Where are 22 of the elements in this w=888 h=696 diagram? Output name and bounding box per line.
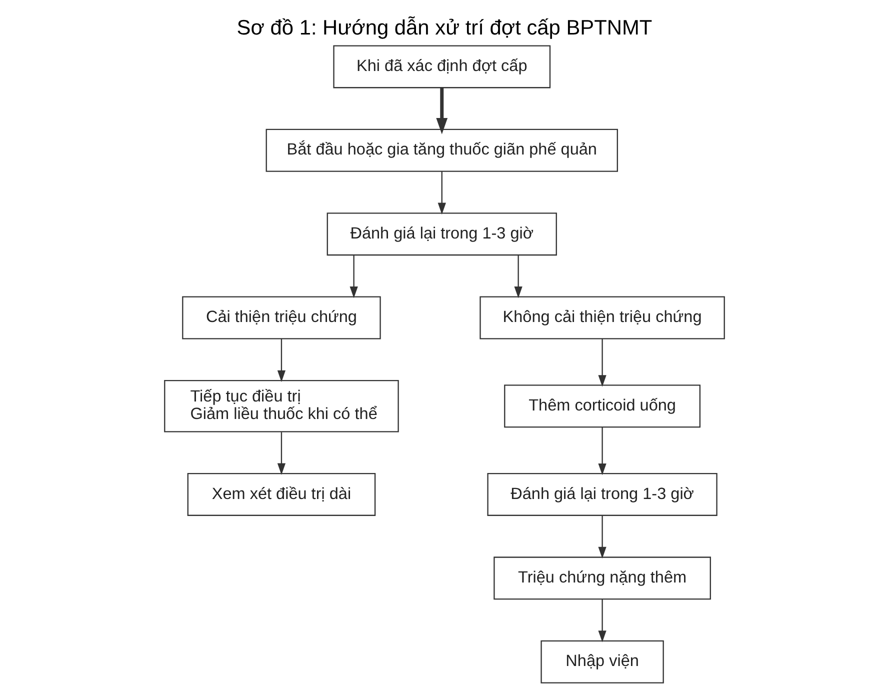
node-box: Cải thiện triệu chứng [182, 296, 380, 340]
arrow [276, 338, 286, 382]
arrow [598, 516, 606, 559]
arrow [436, 88, 448, 134]
node-box: Khi đã xác định đợt cấp [332, 45, 550, 88]
node-box: Triệu chứng nặng thêm [493, 556, 710, 600]
node-box: Thêm corticoid uống [504, 384, 700, 428]
arrow [514, 255, 522, 298]
node-box: Tiếp tục điều trị Giảm liều thuốc khi có thể [164, 380, 398, 432]
diagram-title: Sơ đồ 1: Hướng dẫn xử trí đợt cấp BPTNMT [236, 16, 652, 40]
node-box: Không cải thiện triệu chứng [479, 296, 724, 340]
node-box: Bắt đầu hoặc gia tăng thuốc giãn phế quản [265, 128, 618, 172]
arrow [598, 599, 606, 642]
node-box: Nhập viện [540, 640, 664, 684]
arrow [598, 338, 606, 387]
arrow [437, 172, 446, 214]
node-box: Đánh giá lại trong 1-3 giờ [326, 212, 556, 256]
arrow [349, 255, 358, 298]
arrow [276, 432, 286, 475]
node-box: Đánh giá lại trong 1-3 giờ [486, 472, 717, 516]
node-box: Xem xét điều trị dài [186, 472, 376, 516]
arrow [598, 427, 606, 476]
